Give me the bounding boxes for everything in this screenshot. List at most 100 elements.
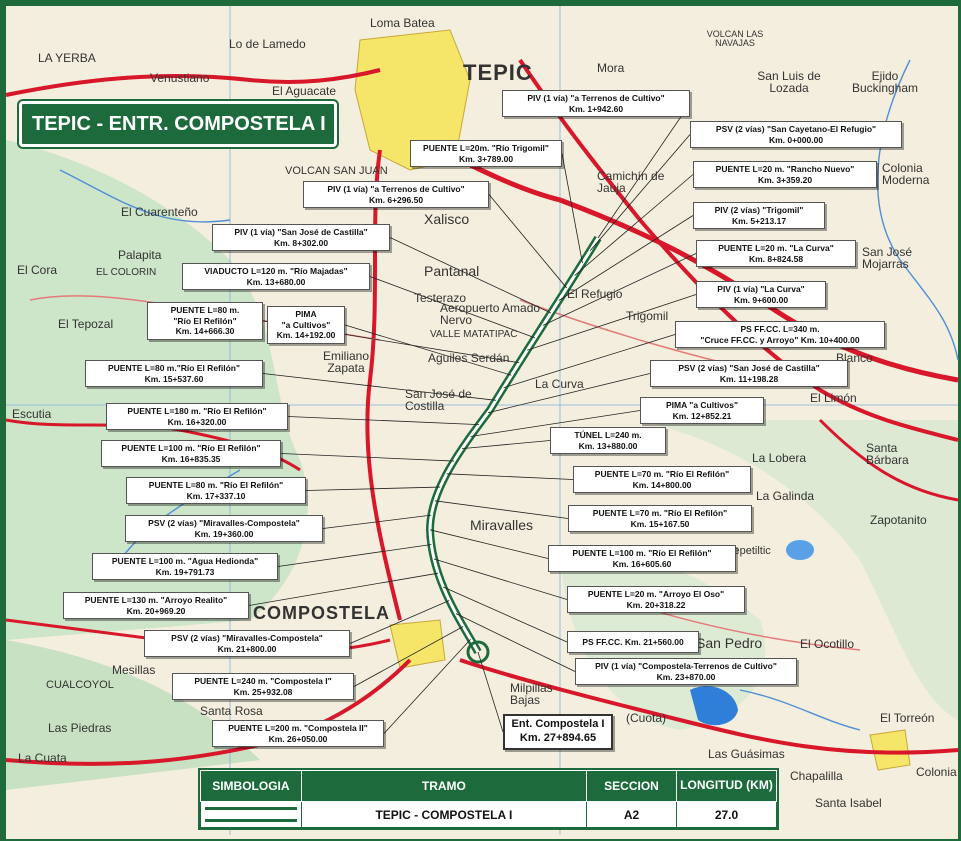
callout-6: PIV (1 vía) "San José de Castilla"Km. 8+… (212, 224, 390, 252)
callout-22: PSV (2 vías) "Miravalles-Compostela"Km. … (125, 515, 323, 543)
highway (5, 68, 381, 97)
place-label: La Cuata (18, 751, 67, 765)
callout-14: PSV (2 vías) "San José de Castilla"Km. 1… (650, 360, 848, 388)
leader-line (461, 440, 551, 450)
leader-line (433, 558, 568, 600)
place-label: San José Mojarras (862, 245, 913, 271)
place-label: (Cuota) (626, 711, 667, 725)
leader-line (305, 486, 441, 491)
place-label: Colonia Moderna (882, 161, 930, 187)
legend-header-longitud: LONGITUD (KM) (676, 770, 777, 802)
callout-5: PIV (2 vías) "Trigomil"Km. 5+213.17 (693, 202, 825, 230)
callout-26: PUENTE L=130 m. "Arroyo Realito"Km. 20+9… (63, 592, 249, 620)
place-label: Xalisco (424, 211, 470, 227)
callout-20: PUENTE L=80 m. "Río El Refilón"Km. 17+33… (126, 477, 306, 505)
place-label: Santa Rosa (200, 704, 263, 718)
highway (365, 149, 402, 621)
route-title-banner: TEPIC - ENTR. COMPOSTELA I (19, 101, 337, 147)
place-label: El Tepozal (58, 317, 114, 331)
leader-line (589, 134, 691, 251)
callout-10: PUENTE L=80 m."Río El Refilón"Km. 14+666… (147, 302, 263, 340)
place-label: El Refugio (567, 287, 623, 301)
place-label: La Lobera (752, 451, 807, 465)
leader-line (503, 334, 676, 389)
callout-leaders (248, 103, 697, 734)
leader-line (443, 586, 568, 643)
place-label: Testerazo (414, 291, 467, 305)
callout-13: PUENTE L=80 m."Río El Refilón"Km. 15+537… (85, 360, 263, 388)
place-label: Las Guásimas (708, 747, 785, 761)
river (739, 689, 861, 731)
leader-line (344, 324, 512, 376)
legend-longitud: 27.0 (676, 801, 777, 828)
route-tepic-compostela-inner (428, 237, 600, 653)
place-label: CUALCOYOL (46, 679, 114, 691)
leader-line (470, 410, 641, 437)
leader-line (487, 373, 651, 414)
place-label: El Aguacate (272, 84, 337, 98)
leader-line (429, 529, 549, 559)
callout-28: PSV (2 vías) "Miravalles-Compostela"Km. … (144, 630, 350, 658)
highway (818, 418, 959, 502)
place-label: Zapotanito (870, 513, 927, 527)
route-symbol-icon (204, 807, 297, 822)
callout-16: PIMA "a Cultivos"Km. 12+852.21 (640, 397, 764, 425)
lake-tepetiltic (786, 540, 814, 560)
place-label: Loma Batea (370, 16, 435, 30)
river (59, 169, 231, 223)
leader-line (542, 253, 697, 326)
leader-line (389, 237, 552, 314)
leader-line (369, 276, 536, 339)
leader-line (455, 613, 576, 672)
relief-southwest (6, 640, 260, 790)
place-label: El Cuarenteño (121, 205, 198, 219)
relief-east (640, 420, 958, 720)
place-label: Milpillas Bajas (510, 681, 553, 707)
place-label: Santa Isabel (815, 796, 882, 810)
place-label: San José de Costilla (405, 387, 472, 413)
callout-21: PUENTE L=70 m. "Río El Refilón"Km. 15+16… (568, 505, 752, 533)
callout-18: PUENTE L=100 m. "Río El Refilón"Km. 16+8… (101, 440, 281, 468)
callout-17: TÚNEL L=240 m.Km. 13+880.00 (550, 427, 666, 455)
legend-table: SIMBOLOGIA TRAMO SECCION LONGITUD (KM) T… (198, 768, 779, 830)
place-label: Miravalles (470, 517, 534, 533)
callout-30: PUENTE L=240 m. "Compostela I"Km. 25+932… (172, 673, 354, 701)
legend-header-seccion: SECCION (586, 770, 678, 802)
callout-29: PIV (1 vía) "Compostela-Terrenos de Cult… (575, 658, 797, 686)
place-label: Palapita (118, 248, 162, 262)
callout-12: PS FF.CC. L=340 m."Cruce FF.CC. y Arroyo… (675, 321, 885, 349)
callout-31: PUENTE L=200 m. "Compostela II"Km. 26+05… (212, 720, 384, 748)
leader-line (561, 153, 583, 264)
place-label: EL COLORIN (96, 267, 157, 278)
place-label: Mesillas (112, 663, 156, 677)
place-label: Pantanal (424, 263, 480, 279)
place-label: LA YERBA (38, 51, 96, 65)
callout-23: PUENTE L=100 m. "Río El Refilón"Km. 16+6… (548, 545, 736, 573)
place-label: VALLE MATATIPAC (430, 329, 518, 340)
callout-2: PUENTE L=20m. "Río Trigomil"Km. 3+789.00 (410, 140, 562, 168)
leader-line (280, 453, 455, 462)
place-label: San Pedro (696, 635, 763, 651)
leader-line (277, 544, 432, 567)
callout-27: PS FF.CC. Km. 21+560.00 (567, 631, 699, 653)
leader-line (349, 600, 450, 644)
urban-torreon (869, 729, 911, 771)
place-label: Las Piedras (48, 721, 112, 735)
place-label: Venustiano (150, 71, 210, 85)
callout-0: PIV (1 vía) "a Terrenos de Cultivo"Km. 1… (502, 90, 690, 118)
callout-9: PIV (1 vía) "La Curva"Km. 9+600.00 (696, 281, 826, 309)
leader-line (446, 473, 574, 480)
place-label: Camichín de Jauja (597, 169, 665, 195)
legend-seccion: A2 (586, 801, 678, 828)
place-label: El Cora (17, 263, 58, 277)
callout-19: PUENTE L=70 m. "Río El Refilón"Km. 14+80… (573, 466, 751, 494)
place-label: Mora (597, 61, 625, 75)
leader-line (477, 651, 504, 733)
leader-line (287, 416, 480, 425)
place-label: Tepetiltic (728, 545, 771, 557)
place-label: El Limón (810, 391, 857, 405)
callout-15: PUENTE L=180 m. "Río El Refilón"Km. 16+3… (106, 403, 288, 431)
place-tepic: TEPIC (463, 60, 533, 85)
callout-8: VIADUCTO L=120 m. "Río Majadas"Km. 13+68… (182, 263, 370, 291)
